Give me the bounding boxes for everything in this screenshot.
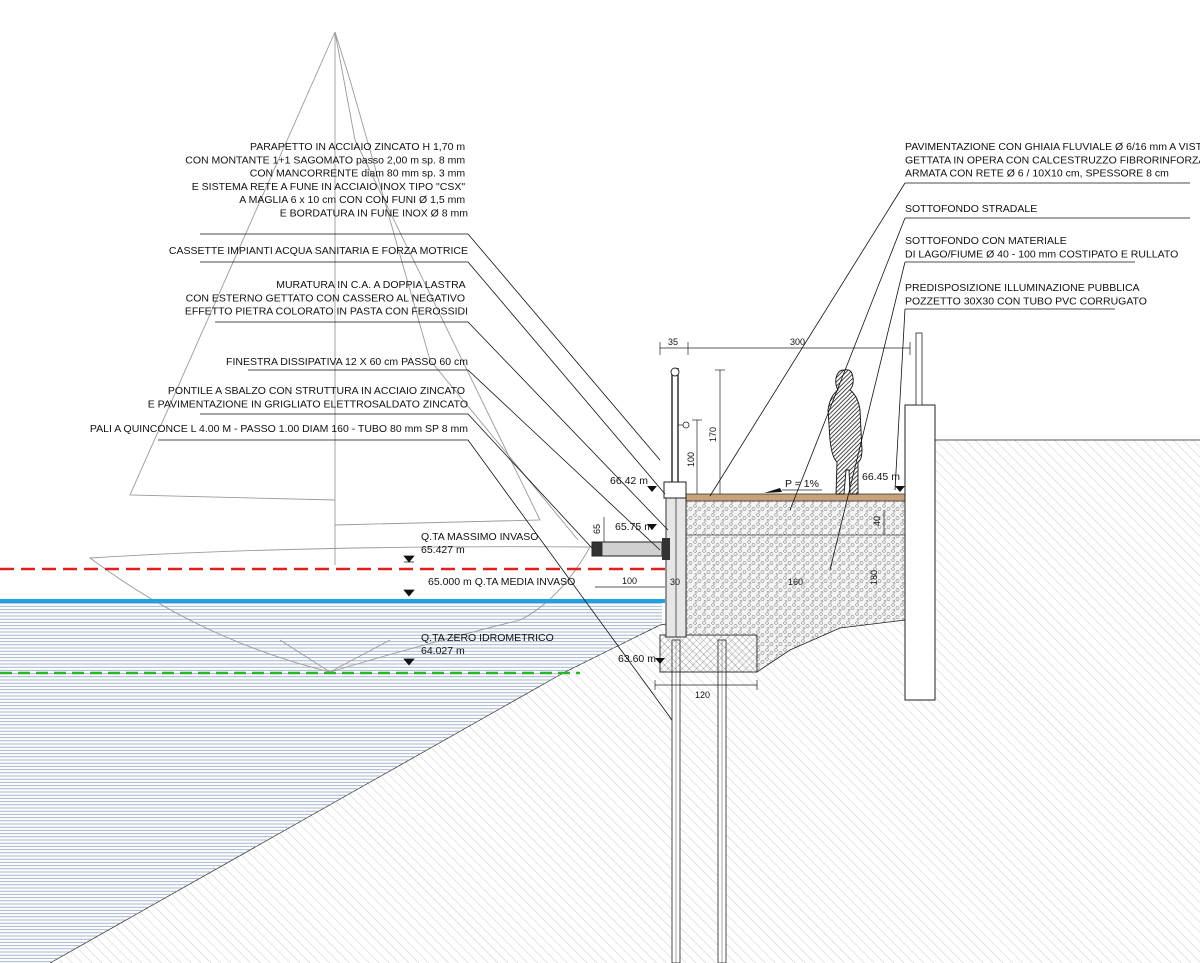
elevation-markers (647, 486, 905, 664)
max-level-label: Q.TA MASSIMO INVASO (421, 531, 538, 543)
dim-35: 35 (668, 337, 678, 347)
max-level-value: 65.427 m (421, 544, 465, 556)
svg-text:PONTILE A SBALZO CON STRUTTURA: PONTILE A SBALZO CON STRUTTURA IN ACCIAI… (148, 385, 468, 410)
level-marker-triangle-icon (403, 555, 415, 666)
zero-level-label: Q.TA ZERO IDROMETRICO (421, 632, 554, 644)
note-dissipative-window: FINESTRA DISSIPATIVA 12 X 60 cm PASSO 60… (226, 356, 468, 368)
note-parapet-line-4: E SISTEMA RETE A FUNE IN ACCIAIO INOX TI… (192, 181, 466, 193)
note-wall-line-2: CON ESTERNO GETTATO CON CASSERO AL NEGAT… (186, 292, 465, 304)
note-paving-line-1: PAVIMENTAZIONE CON GHIAIA FLUVIALE Ø 6/1… (905, 141, 1200, 153)
svg-text:CASSETTE IMPIANTI ACQUA SANITA: CASSETTE IMPIANTI ACQUA SANITARIA E FORZ… (169, 245, 468, 257)
dim-160: 160 (788, 577, 803, 587)
zero-level-value: 64.027 m (421, 645, 465, 657)
note-wall-line-1: MURATURA IN C.A. A DOPPIA LASTRA (276, 279, 465, 291)
note-cantilever-line-2: E PAVIMENTAZIONE IN GRIGLIATO ELETTROSAL… (148, 398, 468, 410)
note-lake-fill-line-1: SOTTOFONDO CON MATERIALE (905, 235, 1067, 247)
slope-label: P = 1% (785, 478, 819, 490)
note-piles: PALI A QUINCONCE L 4.00 M - PASSO 1.00 D… (90, 423, 468, 435)
svg-text:FINESTRA DISSIPATIVA 12 X 60 c: FINESTRA DISSIPATIVA 12 X 60 cm PASSO 60… (226, 356, 468, 368)
elevation-platform: 65.75 m (615, 521, 653, 533)
elevation-parapet-top: 66.42 m (610, 475, 648, 487)
dim-100-vertical: 100 (686, 452, 696, 467)
dim-300: 300 (790, 337, 805, 347)
note-parapet-line-6: E BORDATURA IN FUNE INOX Ø 8 mm (280, 208, 468, 220)
dim-40: 40 (872, 516, 882, 526)
dim-180: 180 (869, 570, 879, 585)
dim-170: 170 (708, 427, 718, 442)
dim-30: 30 (670, 577, 680, 587)
dimension-lines (595, 342, 911, 690)
svg-text:MURATURA IN C.A. A DOPPIA LAST: MURATURA IN C.A. A DOPPIA LASTRA CON EST… (185, 279, 468, 318)
svg-text:PALI A QUINCONCE L 4.00 M - P: PALI A QUINCONCE L 4.00 M - PASSO 1.00 D… (90, 423, 468, 435)
note-parapet-line-1: PARAPETTO IN ACCIAIO ZINCATO H 1,70 m (250, 141, 465, 153)
human-silhouette-icon (827, 369, 863, 495)
note-utility-boxes: CASSETTE IMPIANTI ACQUA SANITARIA E FORZ… (169, 245, 468, 257)
lake-water (0, 602, 662, 963)
wall-cap (663, 481, 687, 499)
dim-120: 120 (695, 690, 710, 700)
dim-100-horizontal: 100 (622, 576, 637, 586)
elevation-road: 66.45 m (862, 471, 900, 483)
left-notes: PARAPETTO IN ACCIAIO ZINCATO H 1,70 m CO… (90, 141, 468, 435)
note-parapet-line-5: A MAGLIA 6 x 10 cm CON CON FUNI Ø 1,5 mm (239, 194, 465, 206)
leader-lines (158, 182, 1190, 721)
note-lake-fill-line-2: DI LAGO/FIUME Ø 40 - 100 mm COSTIPATO E … (905, 248, 1178, 260)
sailboat-icon (88, 31, 591, 673)
ground-fill (50, 440, 1200, 963)
slope-arrow-icon (764, 488, 782, 493)
note-parapet-line-2: CON MONTANTE 1+1 SAGOMATO passo 2,00 m s… (185, 154, 465, 166)
svg-text:PREDISPOSIZIONE ILLUMINAZIONE: PREDISPOSIZIONE ILLUMINAZIONE PUBBLICA P… (905, 282, 1147, 307)
note-parapet-line-3: CON MANCORRENTE diam 80 mm sp. 3 mm (250, 168, 466, 180)
svg-text:SOTTOFONDO CON MATERIALE: SOTTOFONDO CON MATERIALE DI LAGO/FIUME Ø… (905, 235, 1178, 260)
note-lighting-line-2: POZZETTO 30X30 CON TUBO PVC CORRUGATO (905, 295, 1147, 307)
elevation-foundation: 63.60 m (618, 653, 656, 665)
foundation-block (659, 634, 758, 673)
cantilever-platform (591, 541, 663, 557)
lighting-pole (915, 332, 923, 406)
note-lighting-line-1: PREDISPOSIZIONE ILLUMINAZIONE PUBBLICA (905, 282, 1140, 294)
parapet (670, 367, 690, 482)
note-cantilever-line-1: PONTILE A SBALZO CON STRUTTURA IN ACCIAI… (168, 385, 465, 397)
dim-65: 65 (592, 524, 602, 534)
svg-text:PAVIMENTAZIONE CON GHIAIA FLUV: PAVIMENTAZIONE CON GHIAIA FLUVIALE Ø 6/1… (905, 141, 1200, 180)
svg-text:SOTTOFONDO STRADALE: SOTTOFONDO STRADALE (905, 203, 1037, 215)
note-paving-line-3: ARMATA CON RETE Ø 6 / 10X10 cm, SPESSORE… (905, 168, 1169, 180)
lighting-base (904, 404, 936, 701)
mean-level-label: 65.000 m Q.TA MEDIA INVASO (428, 576, 575, 588)
note-paving-line-2: GETTATA IN OPERA CON CALCESTRUZZO FIBROR… (905, 154, 1200, 166)
svg-text:PARAPETTO IN ACCIAIO ZINCATO H: PARAPETTO IN ACCIAIO ZINCATO H 1,70 m CO… (185, 141, 468, 220)
note-wall-line-3: EFFETTO PIETRA COLORATO IN PASTA CON FER… (185, 306, 468, 318)
note-road-subbase: SOTTOFONDO STRADALE (905, 203, 1037, 215)
right-notes: PAVIMENTAZIONE CON GHIAIA FLUVIALE Ø 6/1… (905, 141, 1200, 307)
